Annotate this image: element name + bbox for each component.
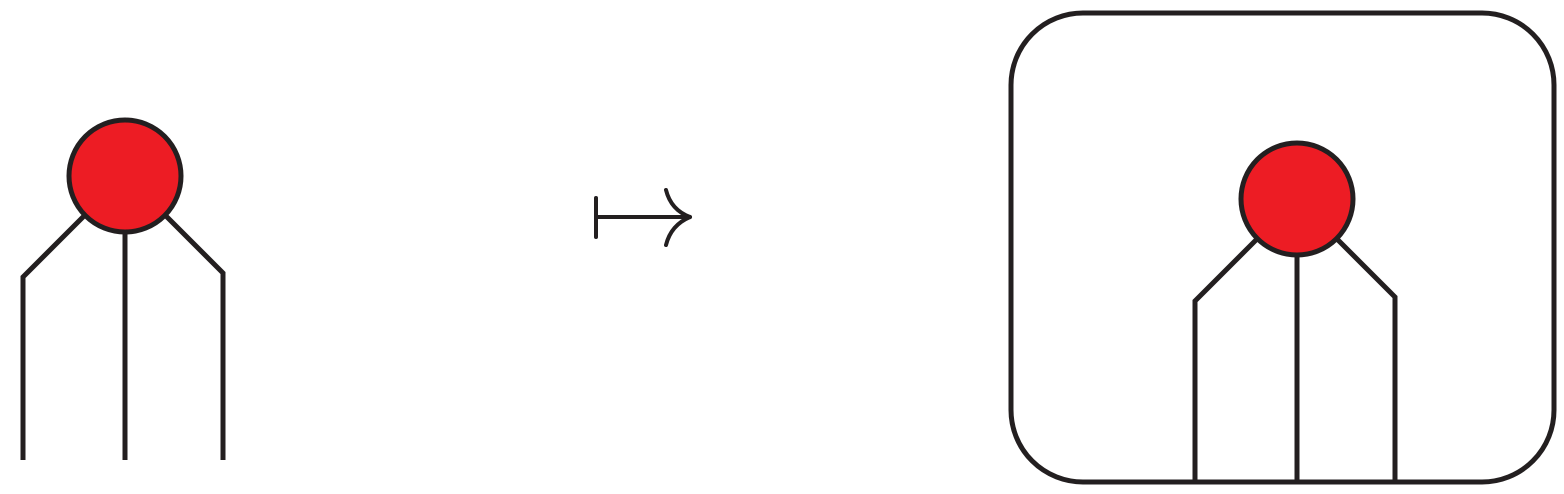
arrow-head-upper — [664, 188, 692, 219]
left-node — [66, 117, 184, 235]
left-wire-left — [20, 214, 86, 460]
right-wire-right — [1336, 238, 1398, 482]
maps-to-arrow — [594, 188, 692, 247]
right-wire-left — [1192, 238, 1258, 482]
right-node — [1238, 140, 1356, 258]
left-wire-right — [164, 214, 226, 460]
right-generator-boxed — [1008, 10, 1557, 485]
arrow-head-lower — [664, 215, 692, 247]
left-generator — [20, 117, 226, 460]
enclosing-box — [1008, 10, 1557, 485]
